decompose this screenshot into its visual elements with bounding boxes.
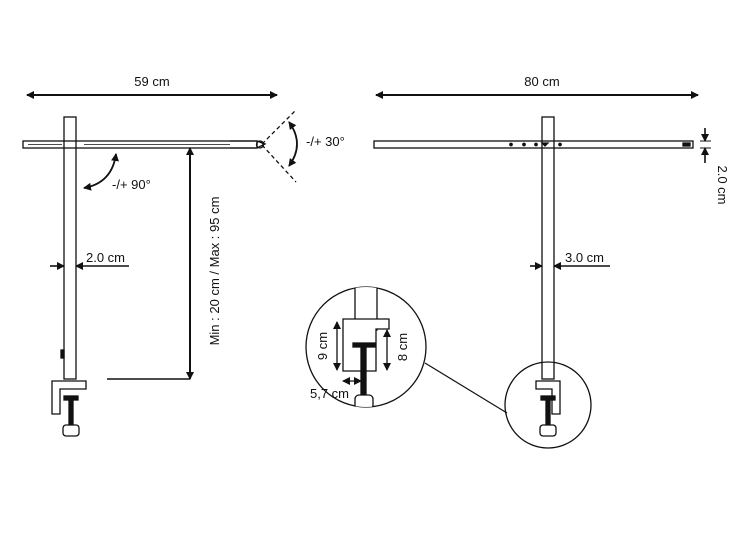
rotate-arc-arrow [83, 153, 120, 191]
tilt-dash-lower [261, 144, 297, 183]
detail-inner-label: 8 cm [395, 333, 410, 361]
detail-depth-label: 5,7 cm [310, 386, 349, 401]
front-thickness-label: 2.0 cm [715, 165, 730, 204]
front-pole [541, 116, 555, 380]
side-pole-label: 2.0 cm [86, 250, 125, 265]
height-label: Min : 20 cm / Max : 95 cm [207, 197, 222, 346]
tilt-dash-upper [261, 109, 297, 145]
front-arm [373, 140, 694, 149]
zoom-circle [504, 361, 592, 449]
front-view [373, 91, 711, 449]
front-pole-label: 3.0 cm [565, 250, 604, 265]
front-width-label: 80 cm [524, 74, 559, 89]
tilt-arc-arrow [288, 121, 298, 167]
side-clamp [51, 380, 87, 415]
clamp-detail [305, 286, 427, 408]
side-width-label: 59 cm [134, 74, 169, 89]
zoom-connector [424, 362, 508, 414]
side-pole [63, 116, 77, 380]
side-lamp-head [255, 140, 265, 149]
rotate-label: -/+ 90° [112, 177, 151, 192]
side-view [22, 91, 298, 437]
detail-outer-label: 9 cm [315, 332, 330, 360]
tilt-label: -/+ 30° [306, 134, 345, 149]
